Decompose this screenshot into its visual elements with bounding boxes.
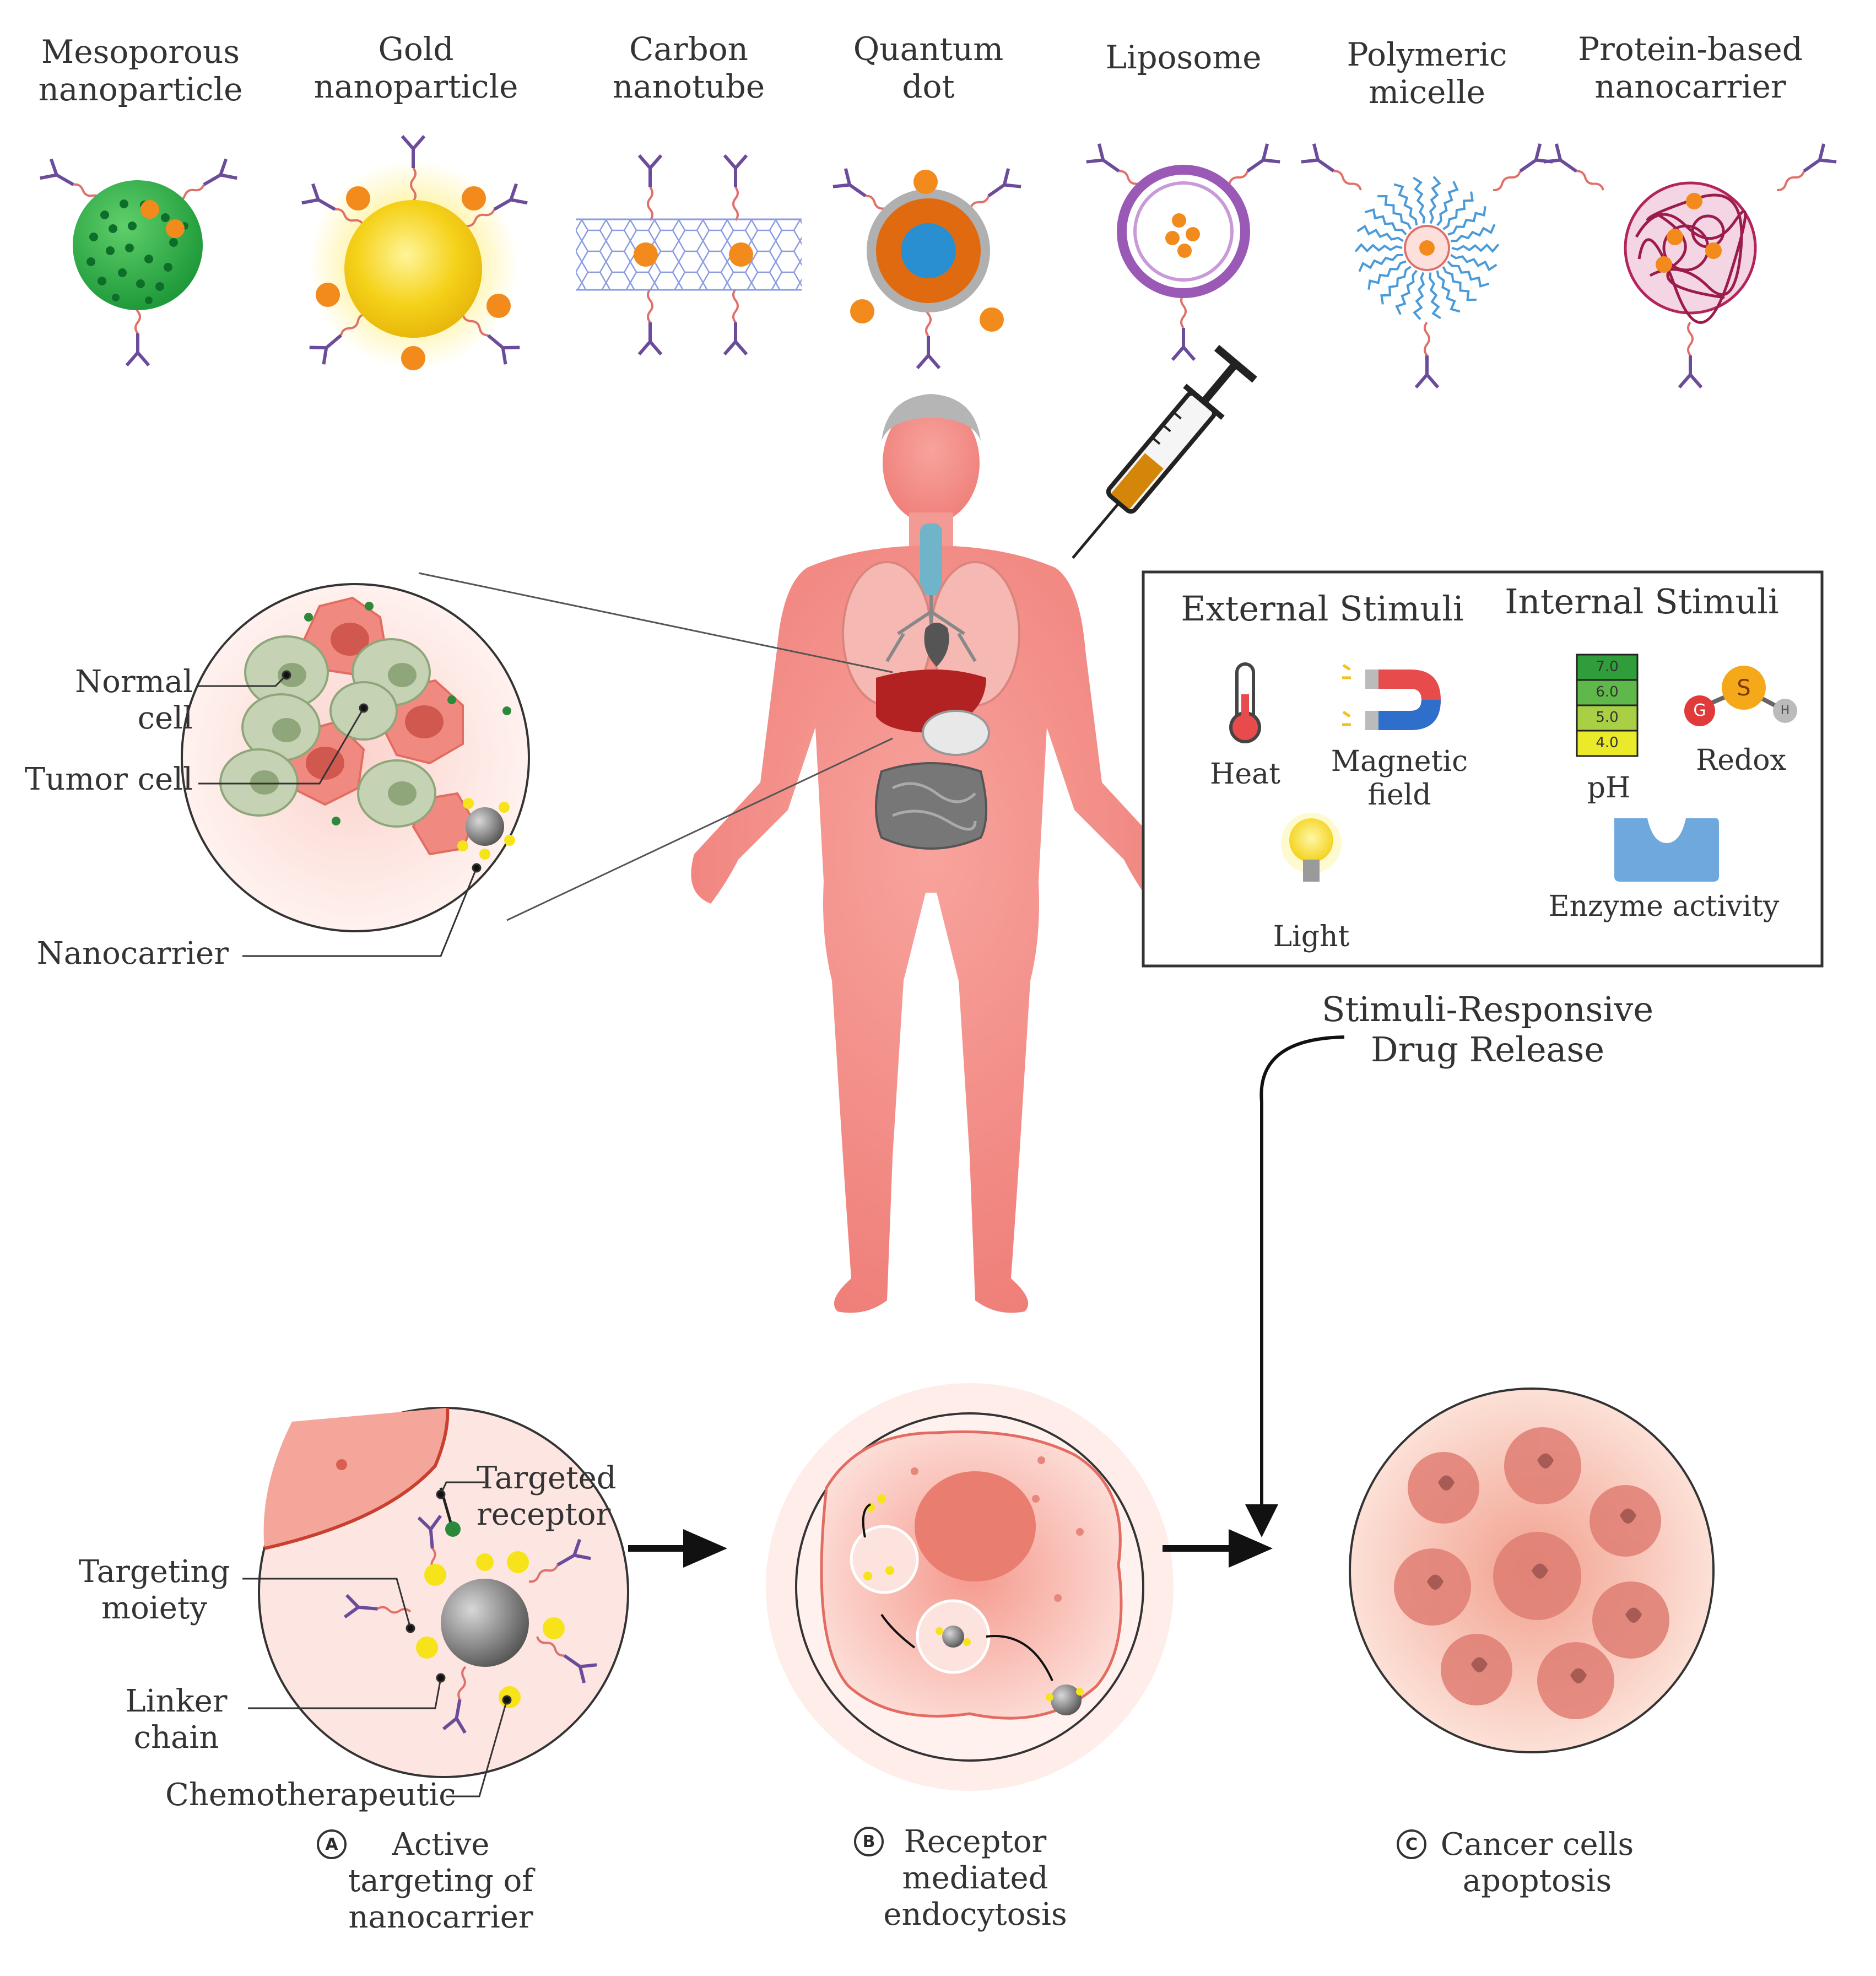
ph-value-5: 5.0 bbox=[1596, 709, 1619, 726]
micelle-polymer-chain bbox=[1447, 260, 1490, 288]
panel-a-circle bbox=[258, 1407, 629, 1778]
caption-panel-a: Active targeting of nanocarrier bbox=[348, 1827, 534, 1936]
label-tumor-cell: Tumor cell bbox=[24, 762, 193, 797]
label-light: Light bbox=[1273, 920, 1350, 953]
gold-nanoparticle-icon bbox=[302, 136, 527, 370]
quantum-dot-icon bbox=[833, 169, 1021, 368]
syringe-icon bbox=[1072, 344, 1257, 559]
micelle-polymer-chain bbox=[1451, 243, 1500, 253]
ph-scale-icon bbox=[1576, 654, 1639, 757]
label-redox: Redox bbox=[1696, 744, 1786, 777]
label-chemotherapeutic: Chemotherapeutic bbox=[165, 1777, 456, 1813]
panel-c-circle bbox=[1349, 1387, 1715, 1753]
np-label-liposome: Liposome bbox=[1105, 39, 1262, 76]
protein-nanocarrier-icon bbox=[1544, 144, 1836, 387]
micelle-polymer-chain bbox=[1380, 266, 1412, 305]
tissue-leaders bbox=[198, 670, 482, 957]
micelle-polymer-chain bbox=[1393, 183, 1418, 226]
ph-value-6: 6.0 bbox=[1596, 684, 1619, 700]
micelle-polymer-chain bbox=[1364, 208, 1407, 236]
ph-value-7: 7.0 bbox=[1596, 658, 1619, 675]
np-label-quantum-dot: Quantum dot bbox=[853, 30, 1004, 106]
np-label-protein-based: Protein-based nanocarrier bbox=[1578, 30, 1803, 106]
arrow-b-to-c bbox=[1163, 1529, 1273, 1568]
badge-b: B bbox=[854, 1827, 884, 1856]
micelle-polymer-chain bbox=[1413, 176, 1425, 224]
np-label-carbon-nanotube: Carbon nanotube bbox=[612, 30, 765, 106]
magnet-icon bbox=[1342, 663, 1441, 730]
arrow-a-to-b bbox=[628, 1529, 727, 1568]
enzyme-icon bbox=[1614, 818, 1719, 882]
micelle-polymer-chain bbox=[1436, 270, 1461, 313]
np-label-polymeric-micelle: Polymeric micelle bbox=[1347, 36, 1507, 111]
heat-icon bbox=[1229, 662, 1261, 743]
np-label-gold: Gold nanoparticle bbox=[313, 30, 518, 106]
label-linker-chain: Linker chain bbox=[125, 1683, 228, 1756]
micelle-polymer-chain bbox=[1358, 253, 1403, 272]
np-label-mesoporous: Mesoporous nanoparticle bbox=[38, 33, 243, 109]
human-body bbox=[691, 394, 1171, 1313]
carbon-nanotube-icon bbox=[576, 155, 802, 354]
micelle-polymer-chain bbox=[1442, 191, 1474, 230]
caption-panel-c: Cancer cells apoptosis bbox=[1440, 1827, 1634, 1899]
micelle-polymer-chain bbox=[1413, 272, 1425, 320]
label-enzyme-activity: Enzyme activity bbox=[1548, 890, 1780, 923]
badge-a: A bbox=[317, 1829, 347, 1859]
release-arrow bbox=[1245, 1035, 1345, 1537]
external-stimuli-title: External Stimuli bbox=[1181, 589, 1464, 629]
label-targeting-moiety: Targeting moiety bbox=[78, 1554, 230, 1627]
label-ph: pH bbox=[1587, 771, 1631, 805]
redox-molecule-icon bbox=[1684, 666, 1797, 726]
label-nanocarrier: Nanocarrier bbox=[36, 936, 229, 971]
label-heat: Heat bbox=[1209, 758, 1281, 791]
polymeric-micelle-icon bbox=[1301, 144, 1553, 387]
micelle-polymer-chain bbox=[1377, 195, 1412, 230]
micelle-polymer-chain bbox=[1395, 269, 1418, 315]
micelle-polymer-chain bbox=[1442, 266, 1477, 301]
label-normal-cell: Normal cell bbox=[75, 664, 193, 737]
micelle-polymer-chain bbox=[1450, 253, 1497, 272]
label-targeted-receptor: Targeted receptor bbox=[477, 1460, 617, 1533]
micelle-polymer-chain bbox=[1354, 243, 1403, 253]
internal-stimuli-title: Internal Stimuli bbox=[1505, 581, 1779, 622]
ph-value-4: 4.0 bbox=[1596, 735, 1619, 751]
redox-atom-s: S bbox=[1737, 676, 1751, 701]
stimuli-box bbox=[1142, 570, 1824, 968]
redox-atom-g: G bbox=[1693, 701, 1706, 720]
caption-panel-b: Receptor mediated endocytosis bbox=[883, 1824, 1067, 1933]
panel-a-leaders bbox=[242, 1481, 512, 1797]
micelle-polymer-chain bbox=[1447, 206, 1486, 236]
liposome-icon bbox=[1086, 144, 1280, 360]
panel-b-circle bbox=[766, 1383, 1174, 1791]
micelle-polymer-chain bbox=[1451, 224, 1496, 242]
label-stimuli-responsive-release: Stimuli-Responsive Drug Release bbox=[1321, 989, 1654, 1070]
redox-atom-h: H bbox=[1780, 704, 1790, 717]
light-bulb-icon bbox=[1281, 813, 1342, 882]
label-magnetic-field: Magnetic field bbox=[1331, 745, 1468, 812]
micelle-polymer-chain bbox=[1436, 181, 1459, 226]
mesoporous-nanoparticle-icon bbox=[40, 159, 237, 365]
micelle-polymer-chain bbox=[1367, 260, 1407, 290]
badge-c: C bbox=[1397, 1829, 1426, 1859]
tissue-zoom-circle bbox=[181, 572, 893, 932]
micelle-polymer-chain bbox=[1429, 176, 1441, 224]
micelle-polymer-chain bbox=[1429, 272, 1441, 320]
micelle-polymer-chain bbox=[1356, 224, 1404, 242]
